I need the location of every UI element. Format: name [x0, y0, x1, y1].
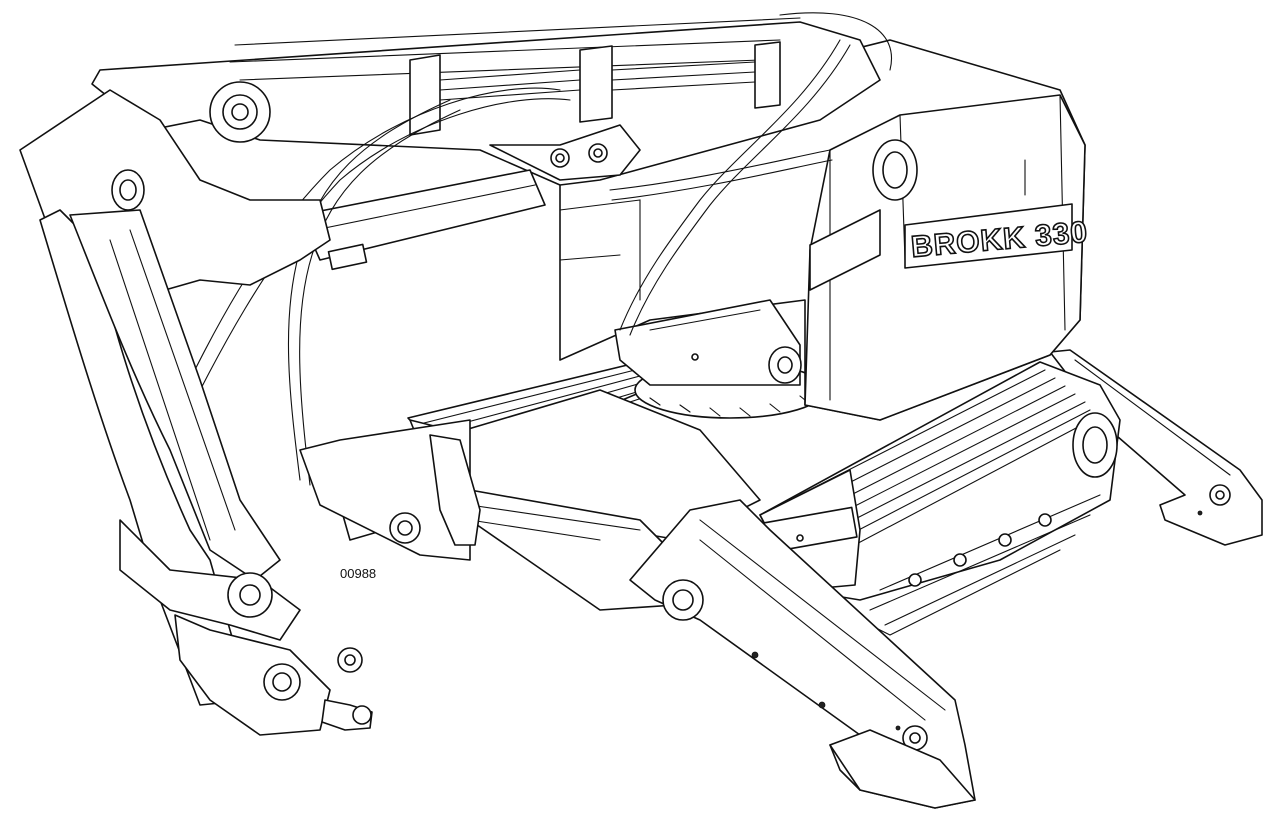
fittings — [691, 353, 1203, 731]
boom — [91, 17, 881, 186]
hydraulic-hoses — [169, 12, 892, 486]
front-arm — [19, 89, 331, 706]
outrigger-front-right — [629, 499, 976, 809]
breaker-tool — [174, 614, 373, 736]
boom-cylinder — [299, 169, 546, 271]
figure-reference-number: 00988 — [340, 566, 377, 581]
boom-base-cylinder — [614, 299, 802, 386]
outrigger-rear-left — [299, 419, 481, 561]
